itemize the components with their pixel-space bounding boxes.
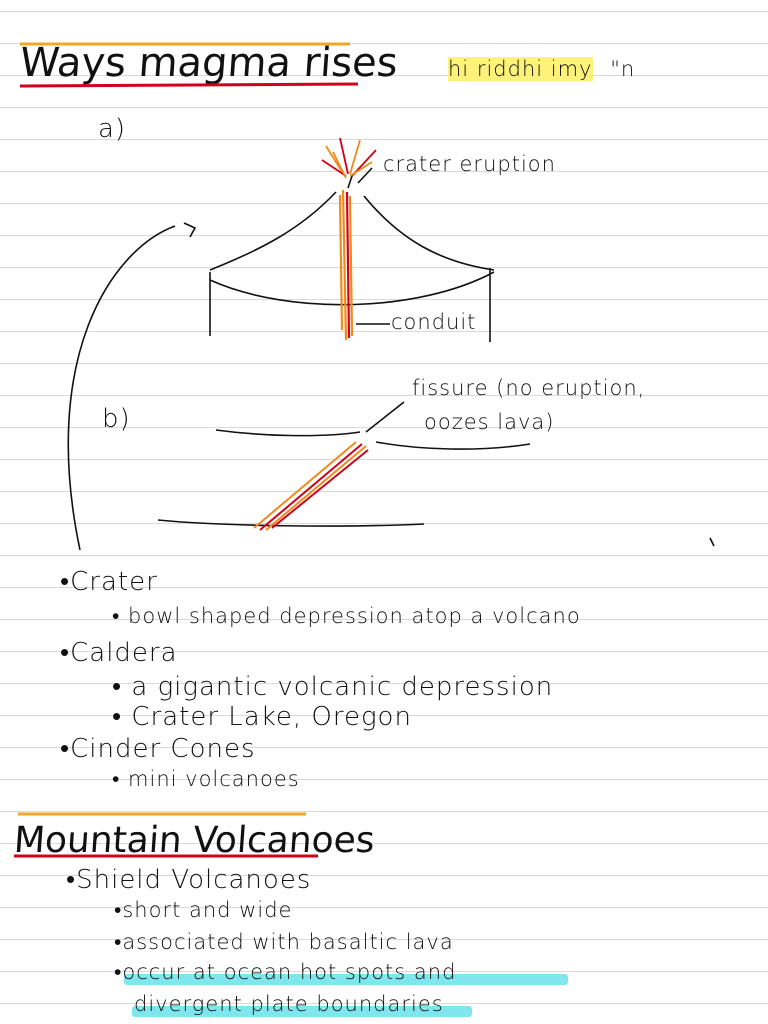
bullet-caldera-sub2: • Crater Lake, Oregon [112, 702, 412, 732]
conduit-lava [338, 189, 354, 341]
shield-sub1-text: short and wide [122, 898, 293, 922]
crater-eruption-label: crater eruption [383, 152, 556, 176]
bullet-caldera-sub1-text: a gigantic volcanic depression [131, 672, 554, 702]
shield-sub2-text: associated with basaltic lava [122, 930, 454, 954]
bullet-crater-sub-text: bowl shaped depression atop a volcano [128, 604, 581, 628]
greeting-emoji: "n [610, 57, 636, 81]
eruption-burst [321, 137, 377, 179]
fissure-label-line1: fissure (no eruption, [412, 376, 646, 400]
highlight-hotspots [124, 974, 568, 985]
shield-sub2: •associated with basaltic lava [114, 930, 454, 954]
bullet-caldera: •Caldera [60, 638, 178, 668]
bullet-caldera-label: Caldera [70, 638, 178, 668]
shield-sub1: •short and wide [114, 898, 293, 922]
greeting-note: hi riddhi imy "n [448, 57, 635, 81]
bullet-cinder-cones-sub: • mini volcanoes [112, 767, 300, 791]
shield-sub3: •occur at ocean hot spots and [114, 960, 457, 984]
shield-volcanoes-label: Shield Volcanoes [76, 865, 312, 895]
bullet-crater-sub: • bowl shaped depression atop a volcano [112, 604, 581, 628]
highlight-boundaries [132, 1006, 472, 1017]
title-underline [19, 82, 359, 88]
shield-volcanoes-bullet: •Shield Volcanoes [66, 865, 312, 895]
bullet-cinder-cones: •Cinder Cones [60, 734, 256, 764]
bullet-crater-label: Crater [70, 567, 158, 597]
fissure-drawing [157, 401, 715, 547]
bullet-cinder-cones-label: Cinder Cones [70, 734, 256, 764]
greeting-text: hi riddhi imy [448, 57, 593, 81]
shield-sub3-text: occur at ocean hot spots and [122, 960, 457, 984]
diagram-a-marker: a) [98, 114, 127, 144]
fissure-label-line2: oozes lava) [424, 410, 555, 434]
fissure-lava [253, 441, 369, 531]
bullet-caldera-sub2-text: Crater Lake, Oregon [131, 702, 412, 732]
bullet-caldera-sub1: • a gigantic volcanic depression [112, 672, 554, 702]
diagram-b-marker: b) [102, 404, 131, 434]
shield-continuation: divergent plate boundaries [134, 992, 444, 1016]
volcano-drawing [67, 167, 495, 551]
bullet-crater: •Crater [60, 567, 158, 597]
conduit-label: conduit [391, 310, 477, 334]
bullet-cinder-cones-sub-text: mini volcanoes [128, 767, 300, 791]
